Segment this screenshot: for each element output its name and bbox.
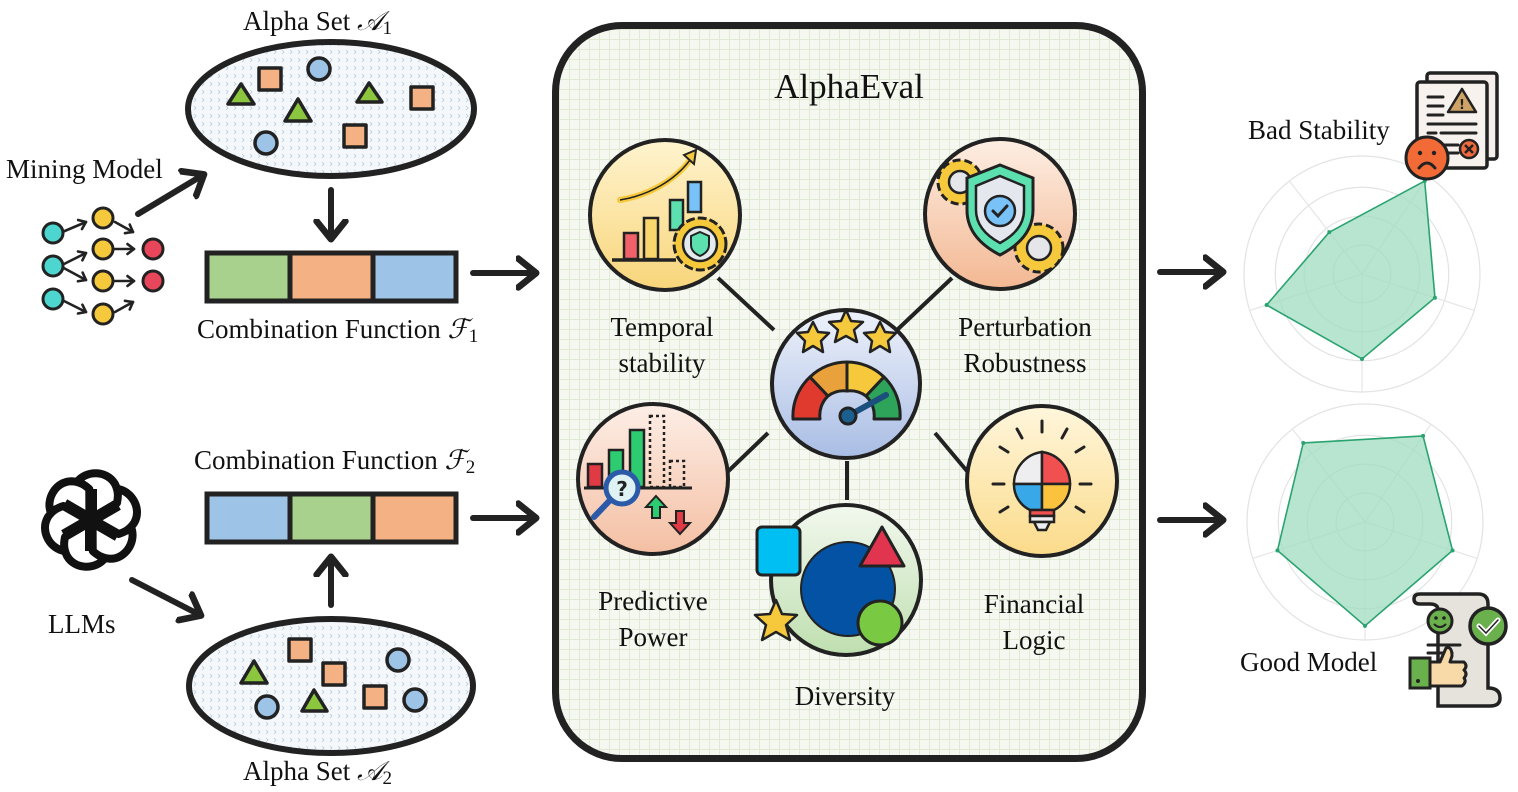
svg-text:!: ! <box>1459 98 1465 113</box>
segment <box>204 250 293 304</box>
metric-diversity-label: Diversity <box>735 679 955 715</box>
metric-predictive-label: Predictive Power <box>543 584 763 655</box>
radar-chart-good-model <box>1246 403 1484 641</box>
svg-text:?: ? <box>616 477 628 501</box>
metric-financial-line1: Financial <box>983 589 1085 619</box>
radar-point <box>1363 623 1367 628</box>
mining-model-label: Mining Model <box>6 154 163 184</box>
combination-function-1-subscript: 1 <box>468 326 479 347</box>
combination-function-2-symbol: ℱ <box>444 445 466 476</box>
metric-perturbation-label: Perturbation Robustness <box>915 310 1135 381</box>
alpha-set-1-label: Alpha Set 𝒜1 <box>243 6 393 39</box>
neural-network-icon <box>41 206 165 326</box>
radar-point <box>1301 440 1306 445</box>
alpha-set-2-label: Alpha Set 𝒜2 <box>243 756 393 789</box>
combination-function-2-text: Combination Function <box>194 445 438 475</box>
combination-function-2-bar <box>204 491 459 545</box>
bad-stability-label: Bad Stability <box>1248 115 1390 145</box>
segment <box>287 250 376 304</box>
segment <box>370 491 459 545</box>
alpha-set-1-symbol: 𝒜 <box>357 6 383 37</box>
openai-logo-icon <box>37 469 145 567</box>
alpha-set-2-subscript: 2 <box>382 768 393 789</box>
growth-chart-shield-icon <box>588 138 742 292</box>
alpha-set-2-symbol: 𝒜 <box>357 756 383 787</box>
shield-gears-icon <box>923 137 1077 291</box>
combination-function-1-symbol: ℱ <box>447 314 469 345</box>
metric-temporal-line1: Temporal <box>610 312 714 342</box>
radar-point <box>1327 230 1332 235</box>
metric-perturbation-line2: Robustness <box>963 347 1087 378</box>
warning-report-sad-icon: ! <box>1404 71 1499 181</box>
alpha-set-1-shapes <box>226 56 435 156</box>
metric-diversity-line1: Diversity <box>794 681 896 711</box>
shapes-icon <box>753 503 923 657</box>
alpha-set-2-shapes <box>239 637 428 720</box>
metric-predictive-line2: Power <box>618 621 688 652</box>
alpha-set-2-text: Alpha Set <box>243 756 351 786</box>
metric-perturbation-line1: Perturbation <box>958 312 1092 342</box>
radar-point <box>1450 548 1455 553</box>
metric-temporal-line2: stability <box>618 347 706 378</box>
combination-function-2-label: Combination Function ℱ2 <box>194 445 476 478</box>
puzzle-lightbulb-icon <box>965 404 1119 558</box>
alpha-set-2-ellipse <box>186 616 476 756</box>
radar-point <box>1421 433 1426 438</box>
alphaeval-title: AlphaEval <box>774 67 924 106</box>
llms-label: LLMs <box>48 609 116 639</box>
radar-area <box>1276 435 1454 627</box>
metric-predictive-line1: Predictive <box>598 586 708 616</box>
good-model-label: Good Model <box>1240 647 1378 677</box>
combination-function-1-label: Combination Function ℱ1 <box>197 314 479 347</box>
radar-point <box>1264 302 1269 307</box>
radar-area <box>1265 179 1436 360</box>
alpha-set-1-subscript: 1 <box>382 18 393 39</box>
arrow-llms-to-alpha2 <box>129 577 200 615</box>
chart-magnifier-icon: ? <box>576 402 730 556</box>
metric-financial-line2: Logic <box>1002 624 1066 655</box>
metric-temporal-label: Temporal stability <box>552 310 772 381</box>
alpha-set-1-text: Alpha Set <box>243 6 351 36</box>
segment <box>370 250 459 304</box>
combination-function-2-subscript: 2 <box>465 457 476 478</box>
rating-gauge-icon <box>770 308 922 460</box>
arrow-mining-to-alpha1 <box>135 175 203 217</box>
radar-point <box>1432 295 1437 300</box>
combination-function-1-text: Combination Function <box>197 314 441 344</box>
radar-chart-bad-stability <box>1243 155 1481 393</box>
metric-financial-label: Financial Logic <box>924 587 1144 658</box>
radar-point <box>1275 548 1280 553</box>
alpha-set-1-ellipse <box>185 39 477 179</box>
radar-point <box>1360 356 1364 361</box>
combination-function-1-bar <box>204 250 459 304</box>
approved-report-thumbs-up-icon <box>1408 592 1508 708</box>
